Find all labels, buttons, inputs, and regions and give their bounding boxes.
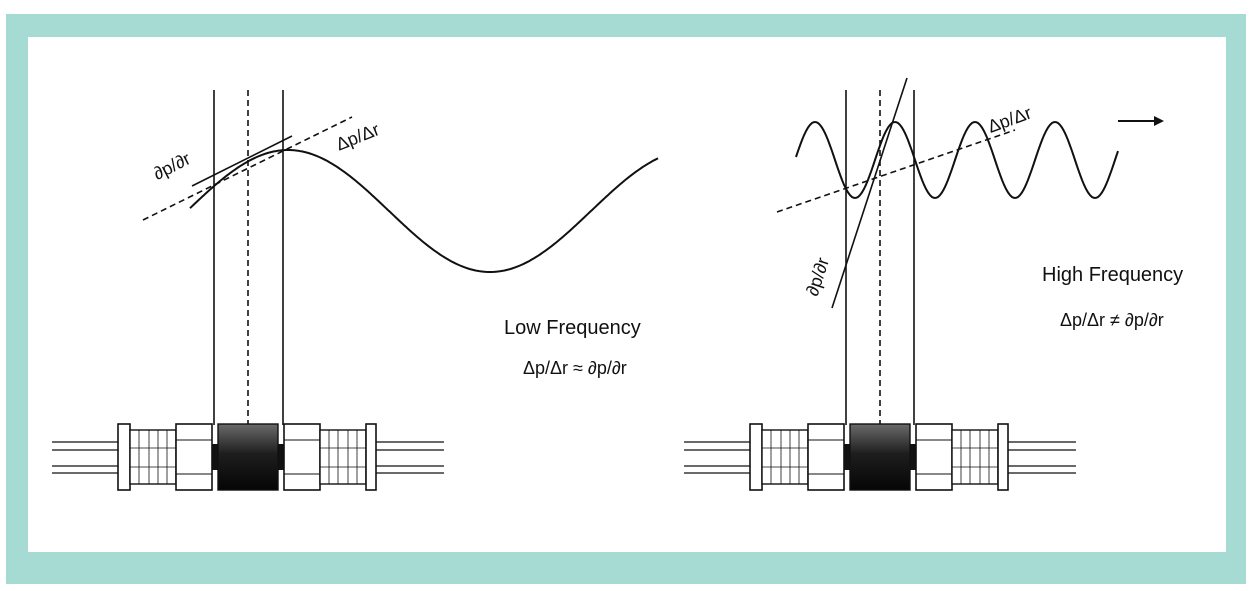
low-tangent-line [191,135,293,187]
high-frequency-relation: Δp/Δr ≠ ∂p/∂r [1060,310,1164,330]
high-frequency-title: High Frequency [1042,264,1184,286]
low-frequency-relation: Δp/Δr ≈ ∂p/∂r [523,358,627,378]
low-secant-line [142,116,353,221]
low-frequency-title: Low Frequency [504,317,641,339]
low-transducer-assembly [52,423,444,491]
high-tangent-line [831,77,908,309]
high-frequency-diagram [684,77,1164,491]
high-secant-line [776,129,1016,213]
low-frequency-wave [189,149,659,273]
high-frequency-wave [795,121,1119,199]
high-transducer-assembly [684,423,1076,491]
low-frequency-diagram [52,90,659,491]
